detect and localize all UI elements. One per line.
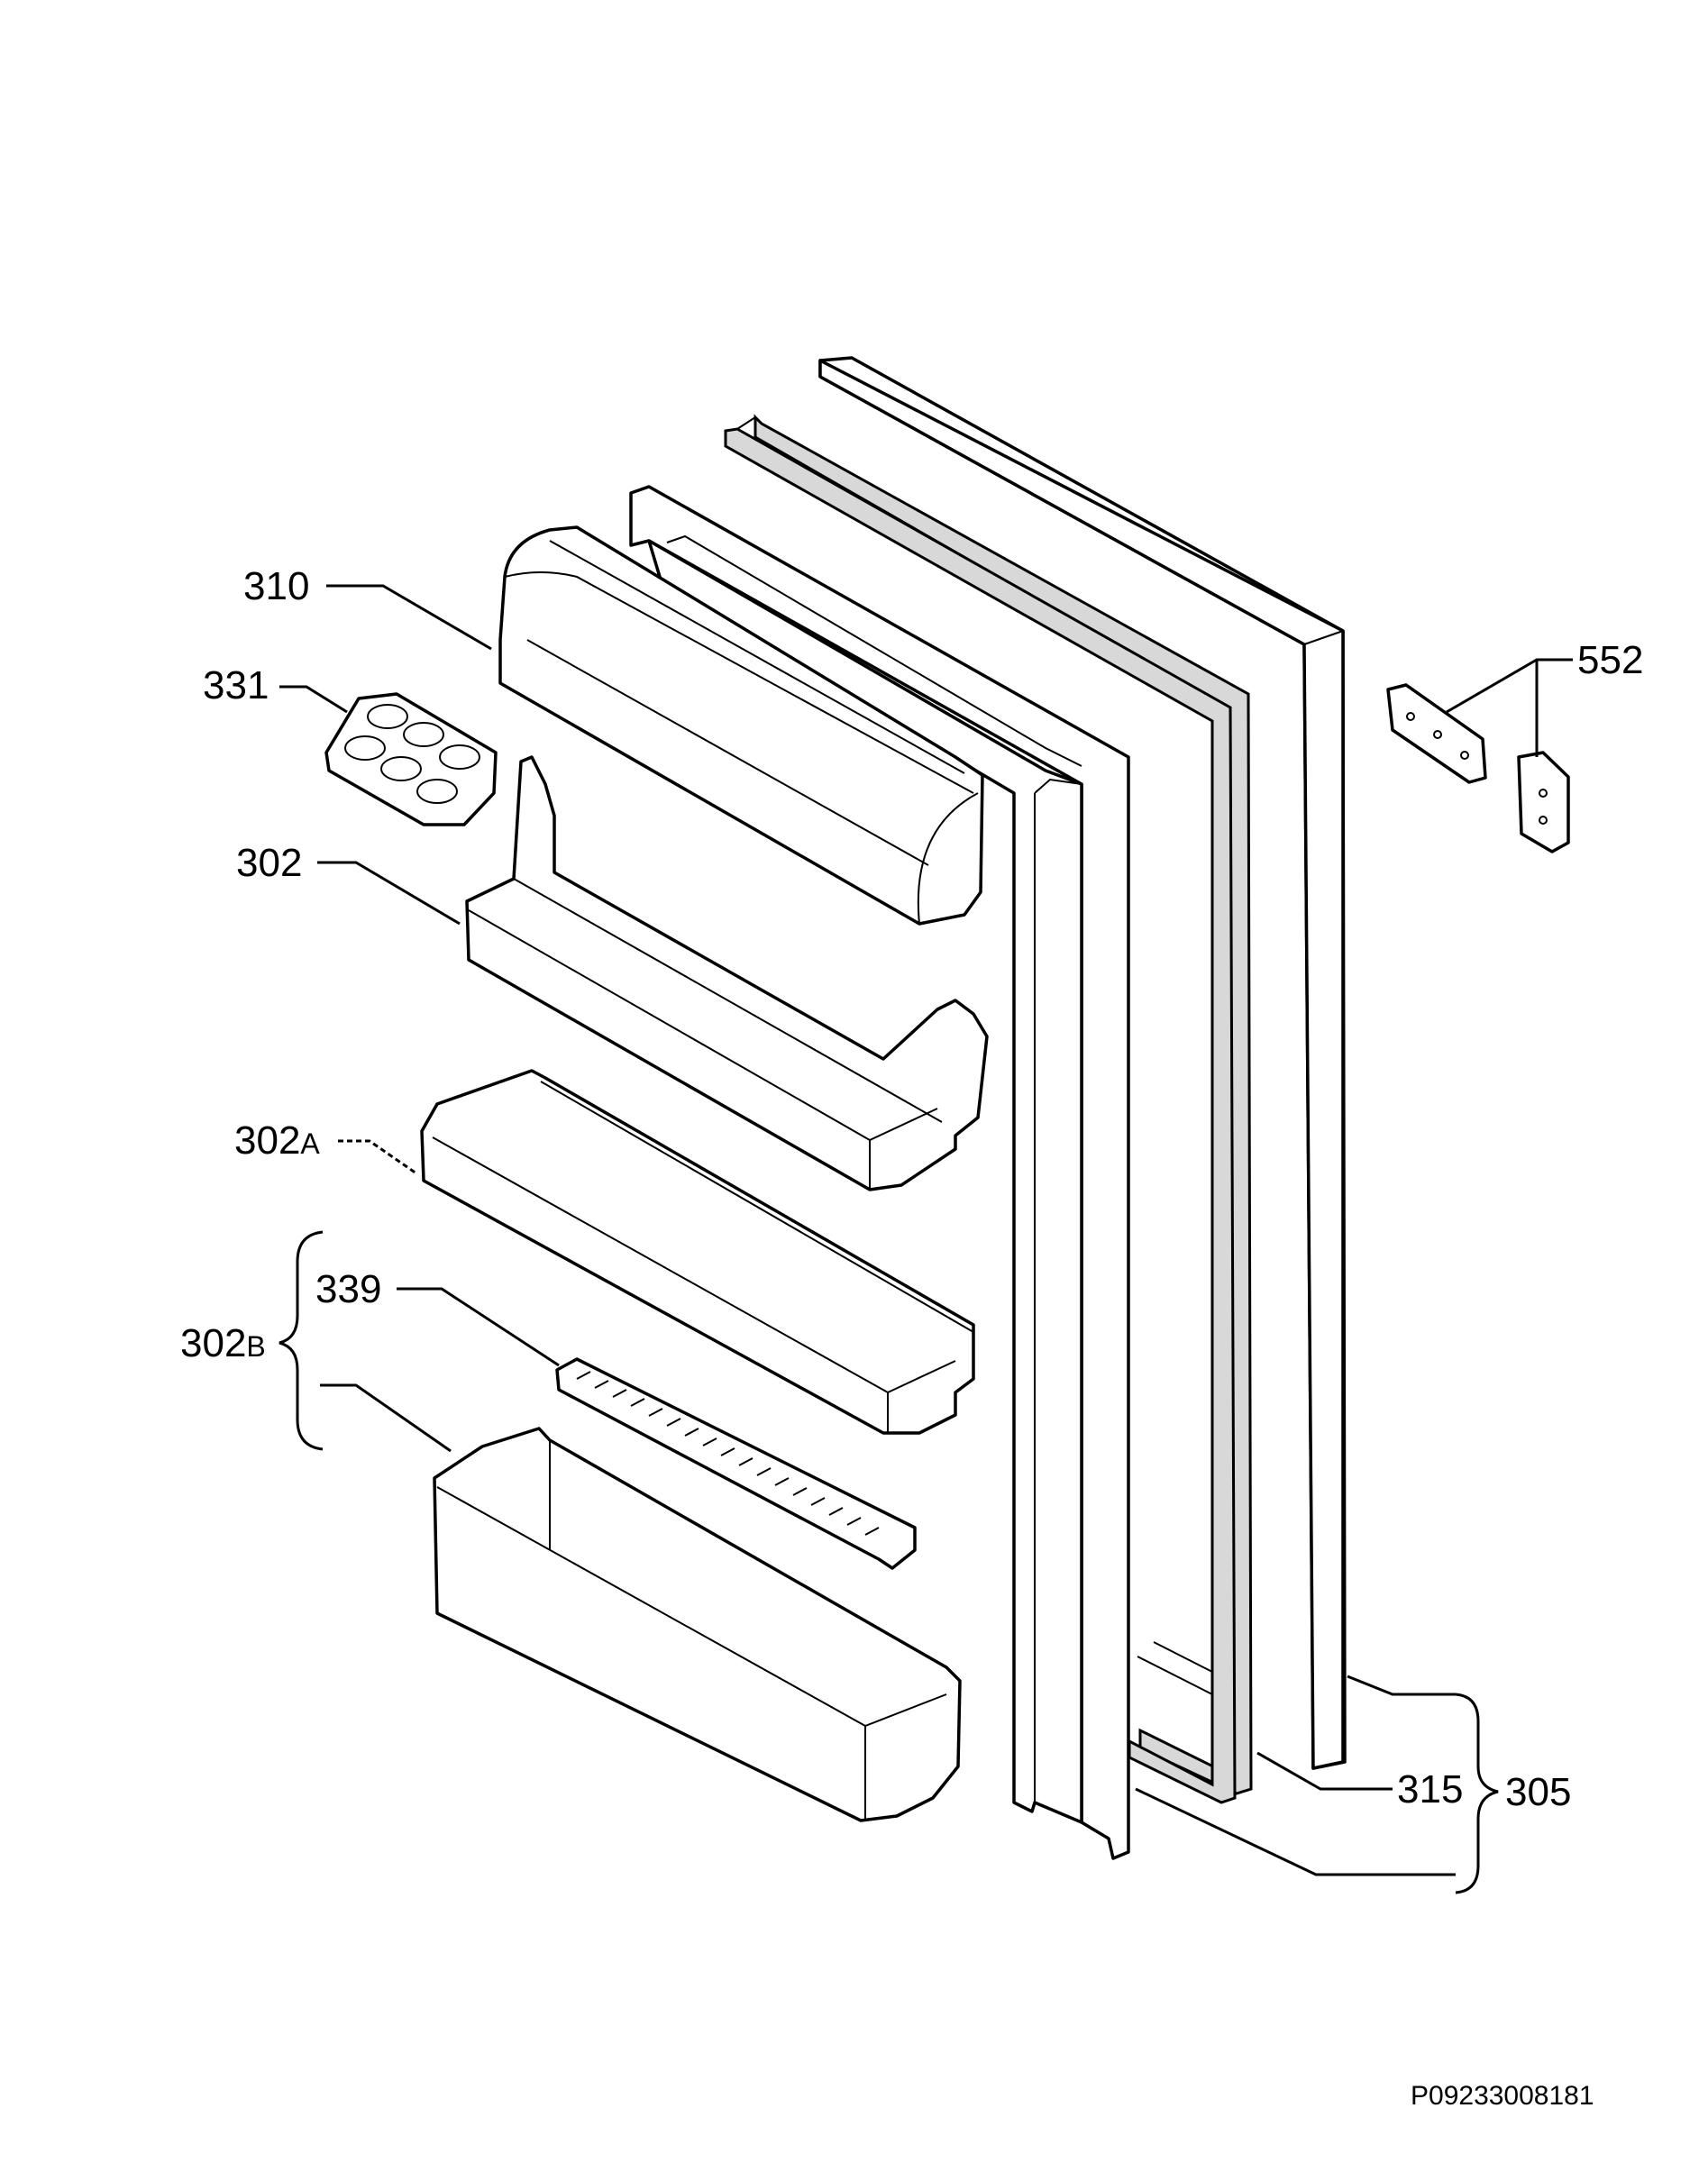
leader-305-bottom [1135,1787,1456,1876]
leader-302a [338,1139,417,1175]
part-331-egg-tray [324,692,498,826]
part-bottom-bottle-shelf [433,1427,962,1822]
leader-302b-bottom [320,1383,452,1453]
label-310: 310 [243,564,309,608]
leader-552-a [1446,658,1573,714]
brace-302b [279,1230,324,1451]
leader-305-top [1347,1675,1456,1696]
diagram-code: P09233008181 [1411,2081,1594,2111]
leader-339 [397,1287,560,1367]
label-302a: 302A [234,1118,320,1163]
label-552: 552 [1577,638,1643,682]
label-302b: 302B [180,1321,266,1365]
door-outer-panel [818,356,1347,1770]
leader-310 [326,584,492,651]
part-302a-door-shelf [420,1069,975,1435]
label-315: 315 [1397,1767,1463,1812]
part-339-bottle-guard [555,1357,917,1570]
leader-315 [1256,1751,1393,1791]
leader-lines [279,584,1573,1876]
part-552-hinges [1386,683,1570,853]
part-302-door-shelf [465,755,989,1191]
label-339: 339 [315,1267,381,1311]
label-302: 302 [236,841,302,885]
brace-305 [1455,1693,1499,1894]
leader-302 [317,861,461,926]
leader-331 [279,685,348,714]
label-331: 331 [203,663,269,707]
label-305: 305 [1505,1770,1571,1814]
part-310-dairy-lid [498,525,984,926]
